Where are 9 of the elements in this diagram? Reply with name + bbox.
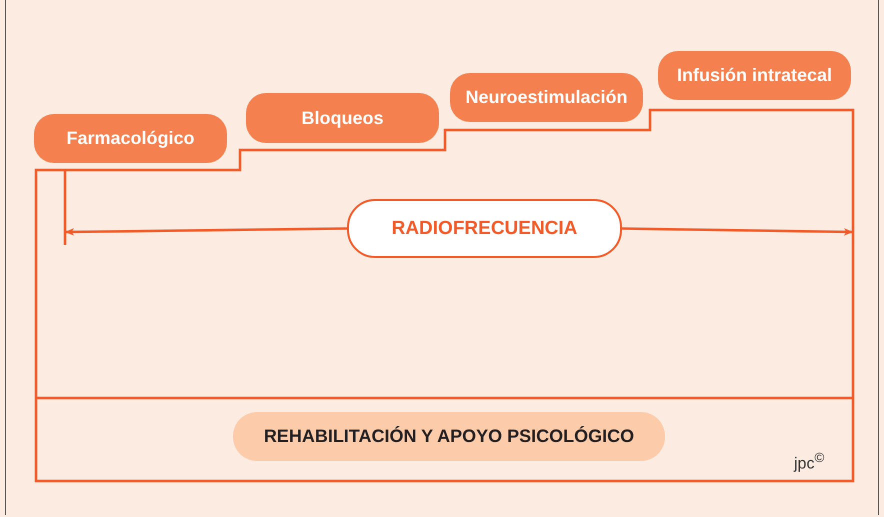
arrow: [622, 227, 854, 236]
step-box: Bloqueos: [246, 93, 439, 143]
band-box: REHABILITACIÓN Y APOYO PSICOLÓGICO: [233, 412, 665, 461]
step-box: Farmacológico: [34, 114, 227, 163]
step-box: Neuroestimulación: [450, 73, 643, 122]
step-box: Infusión intratecal: [658, 51, 851, 100]
arrow: [64, 227, 348, 236]
author-note: jpc$^{©}$: [794, 450, 824, 474]
main-box: RADIOFRECUENCIA: [347, 199, 622, 258]
